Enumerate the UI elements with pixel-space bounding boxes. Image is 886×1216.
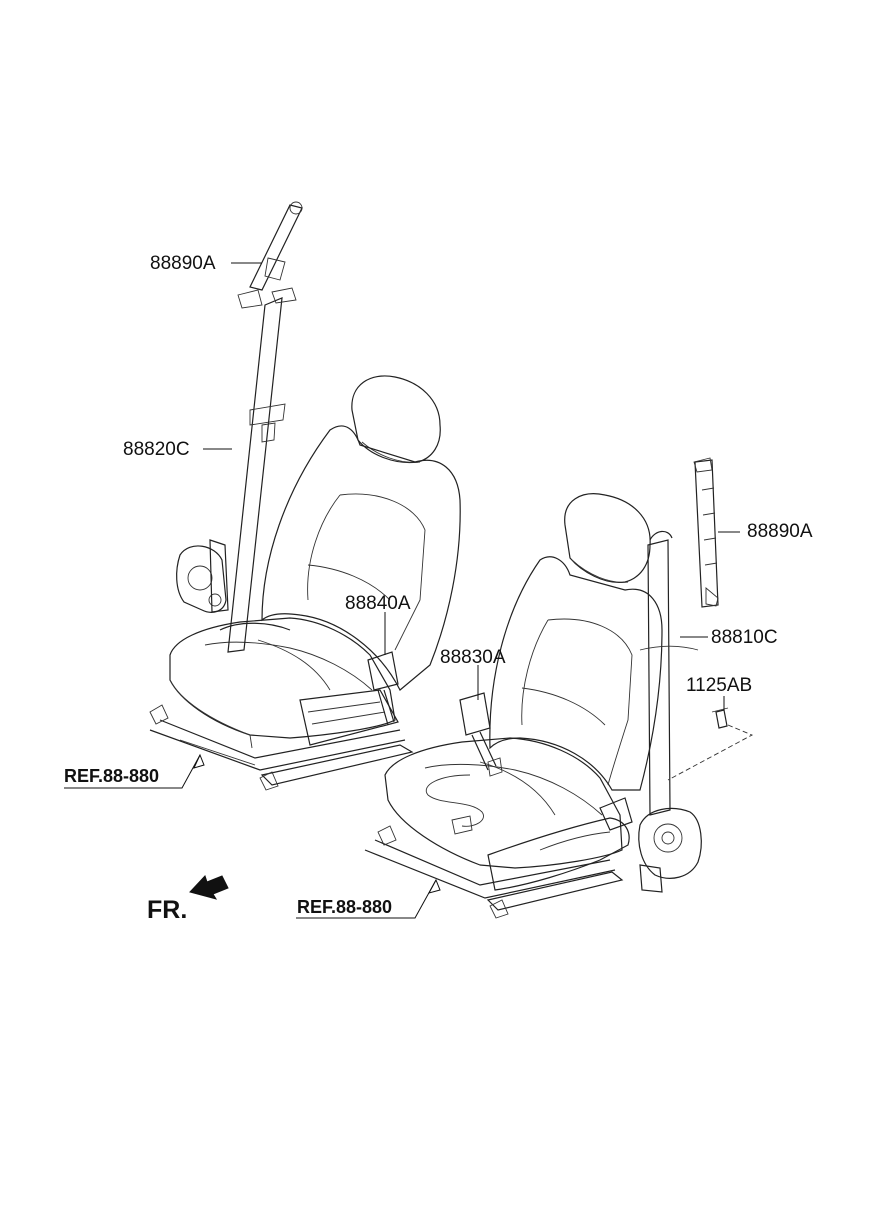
front-direction-arrow-icon xyxy=(189,875,229,900)
right-seat-drawing xyxy=(364,457,754,919)
label-88890a-right: 88890A xyxy=(747,521,813,542)
label-front-direction: FR. xyxy=(147,896,188,924)
label-1125ab: 1125AB xyxy=(686,675,753,696)
label-88820c: 88820C xyxy=(123,439,190,460)
label-88890a-left: 88890A xyxy=(150,253,216,274)
label-ref-right: REF.88-880 xyxy=(297,897,393,917)
left-seat-drawing xyxy=(149,201,461,791)
leader-lines xyxy=(64,262,740,919)
label-88840a: 88840A xyxy=(345,593,411,614)
label-ref-left: REF.88-880 xyxy=(64,766,160,786)
label-88830a: 88830A xyxy=(440,647,506,668)
label-88810c: 88810C xyxy=(711,627,778,648)
